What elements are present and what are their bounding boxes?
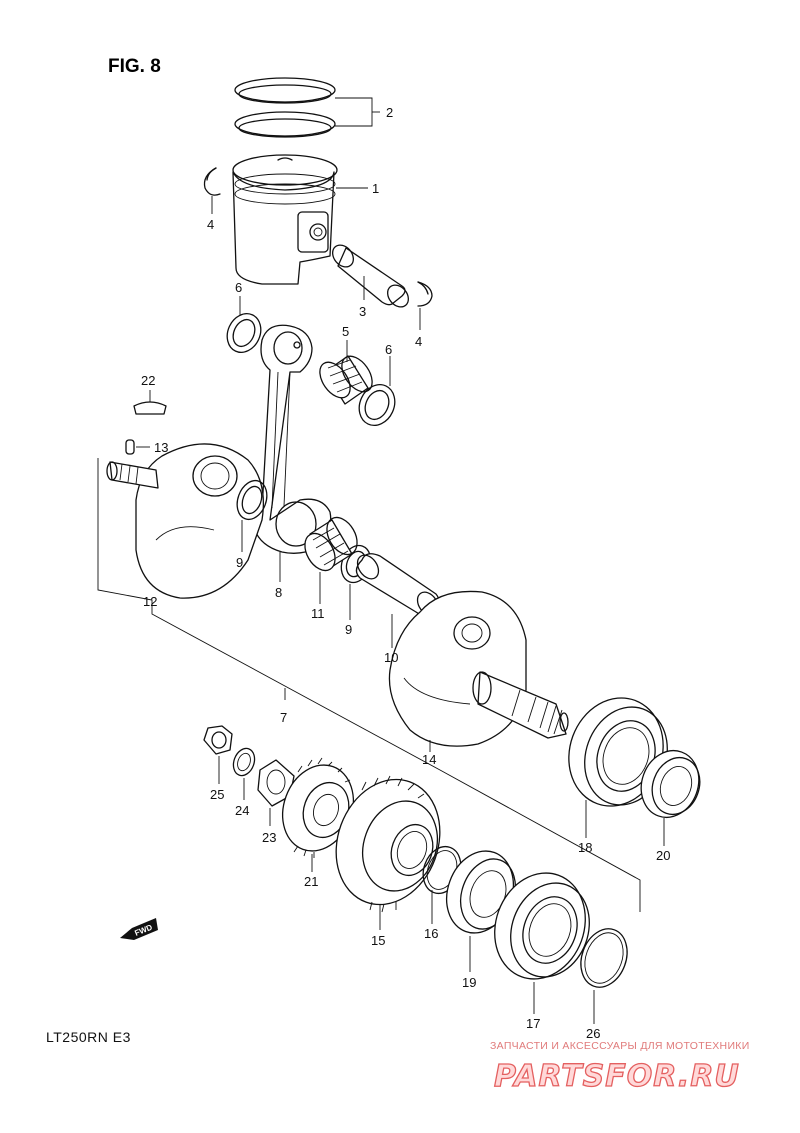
model-code: LT250RN E3	[46, 1029, 131, 1045]
callout-9-left: 9	[236, 555, 243, 570]
crank-washer-left	[236, 479, 268, 521]
crank-assembly-bracket	[97, 458, 641, 912]
callout-24: 24	[235, 803, 249, 818]
callout-23: 23	[262, 830, 276, 845]
callout-26: 26	[586, 1026, 600, 1041]
callout-1: 1	[372, 181, 379, 196]
balancer-drive-gear	[335, 775, 441, 913]
small-end-needle-bearing	[319, 355, 373, 405]
crank-nut	[203, 725, 233, 755]
callout-12: 12	[143, 594, 157, 609]
callout-19: 19	[462, 975, 476, 990]
callout-6-right: 6	[385, 342, 392, 357]
small-end-washer-left	[226, 313, 262, 353]
watermark-tagline: ЗАПЧАСТИ И АКСЕССУАРЫ ДЛЯ МОТОТЕХНИКИ	[490, 1040, 750, 1052]
dowel-pin	[125, 439, 135, 455]
figure-title: FIG. 8	[108, 56, 161, 77]
callout-numbers: 2 1 4 3 4 6 5 6 22 13 9 8 12 11 9 10 7 1…	[141, 105, 670, 1041]
callout-4-right: 4	[415, 334, 422, 349]
callout-13: 13	[154, 440, 168, 455]
crank-nut-washer	[232, 747, 256, 777]
callout-15: 15	[371, 933, 385, 948]
callout-8: 8	[275, 585, 282, 600]
piston	[232, 154, 338, 285]
callout-20: 20	[656, 848, 670, 863]
callout-25: 25	[210, 787, 224, 802]
leader-lines	[136, 97, 665, 1024]
callout-18: 18	[578, 840, 592, 855]
callout-7: 7	[280, 710, 287, 725]
piston-pin-circlip-left	[203, 167, 221, 196]
crankshaft-left	[106, 443, 265, 599]
crank-bearing-left	[494, 872, 590, 980]
fwd-arrow-icon: FWD	[120, 918, 158, 940]
callout-21: 21	[304, 874, 318, 889]
watermark: ЗАПЧАСТИ И АКСЕССУАРЫ ДЛЯ МОТОТЕХНИКИ PA…	[490, 1040, 750, 1095]
watermark-site: PARTSFOR.RU	[494, 1059, 740, 1094]
woodruff-key	[133, 401, 167, 415]
callout-6-left: 6	[235, 280, 242, 295]
callout-16: 16	[424, 926, 438, 941]
piston-rings	[234, 77, 336, 138]
callout-5: 5	[342, 324, 349, 339]
piston-pin	[332, 244, 409, 308]
oil-seal-right	[640, 749, 701, 819]
big-end-needle-bearing	[304, 516, 358, 572]
callout-22: 22	[141, 373, 155, 388]
callout-3: 3	[359, 304, 366, 319]
callout-14: 14	[422, 752, 436, 767]
piston-pin-circlip-right	[417, 281, 433, 307]
connecting-rod	[253, 324, 332, 554]
small-end-washer-right	[358, 384, 396, 426]
callout-2: 2	[386, 105, 393, 120]
callout-10: 10	[384, 650, 398, 665]
callout-11: 11	[311, 606, 325, 621]
crank-shim	[580, 928, 628, 988]
callout-17: 17	[526, 1016, 540, 1031]
callout-4-left: 4	[207, 217, 214, 232]
crankshaft-right	[388, 590, 569, 747]
callout-9-right: 9	[345, 622, 352, 637]
